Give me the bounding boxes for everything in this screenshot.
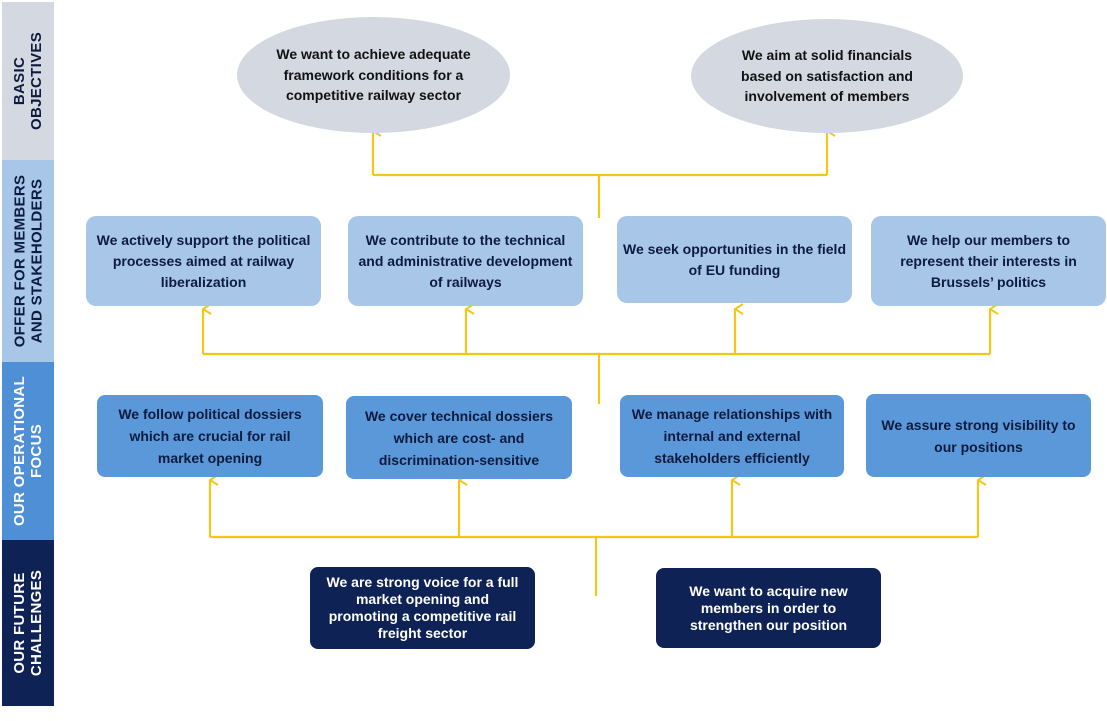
focus-text: We follow political dossiers which are c…: [118, 406, 302, 466]
offer-technical-development: We contribute to the technical and admin…: [348, 216, 583, 306]
objective-solid-financials: We aim at solid financials based on sati…: [691, 19, 963, 133]
offer-eu-funding: We seek opportunities in the field of EU…: [617, 216, 852, 303]
focus-political-dossiers: We follow political dossiers which are c…: [97, 395, 323, 477]
focus-text: We assure strong visibility to our posit…: [881, 416, 1076, 455]
focus-technical-dossiers: We cover technical dossiers which are co…: [346, 396, 572, 479]
challenge-acquire-members: We want to acquire new members in order …: [656, 568, 881, 648]
challenge-market-opening: We are strong voice for a full market op…: [310, 567, 535, 649]
offer-text: We help our members to represent their i…: [900, 231, 1077, 290]
offer-text: We seek opportunities in the field of EU…: [623, 240, 846, 278]
focus-text: We cover technical dossiers which are co…: [364, 407, 554, 468]
offer-text: We actively support the political proces…: [96, 231, 311, 290]
focus-stakeholder-relationships: We manage relationships with internal an…: [620, 395, 844, 477]
offer-brussels-politics: We help our members to represent their i…: [871, 216, 1106, 306]
focus-text: We manage relationships with internal an…: [631, 406, 833, 466]
challenge-text: We want to acquire new members in order …: [689, 582, 848, 633]
challenge-text: We are strong voice for a full market op…: [326, 574, 519, 641]
offer-political-processes: We actively support the political proces…: [86, 216, 321, 306]
objective-text: We want to achieve adequate framework co…: [276, 46, 471, 104]
objective-framework-conditions: We want to achieve adequate framework co…: [237, 17, 510, 133]
focus-strong-visibility: We assure strong visibility to our posit…: [866, 394, 1091, 477]
objective-text: We aim at solid financials based on sati…: [741, 47, 913, 105]
offer-text: We contribute to the technical and admin…: [358, 231, 573, 290]
